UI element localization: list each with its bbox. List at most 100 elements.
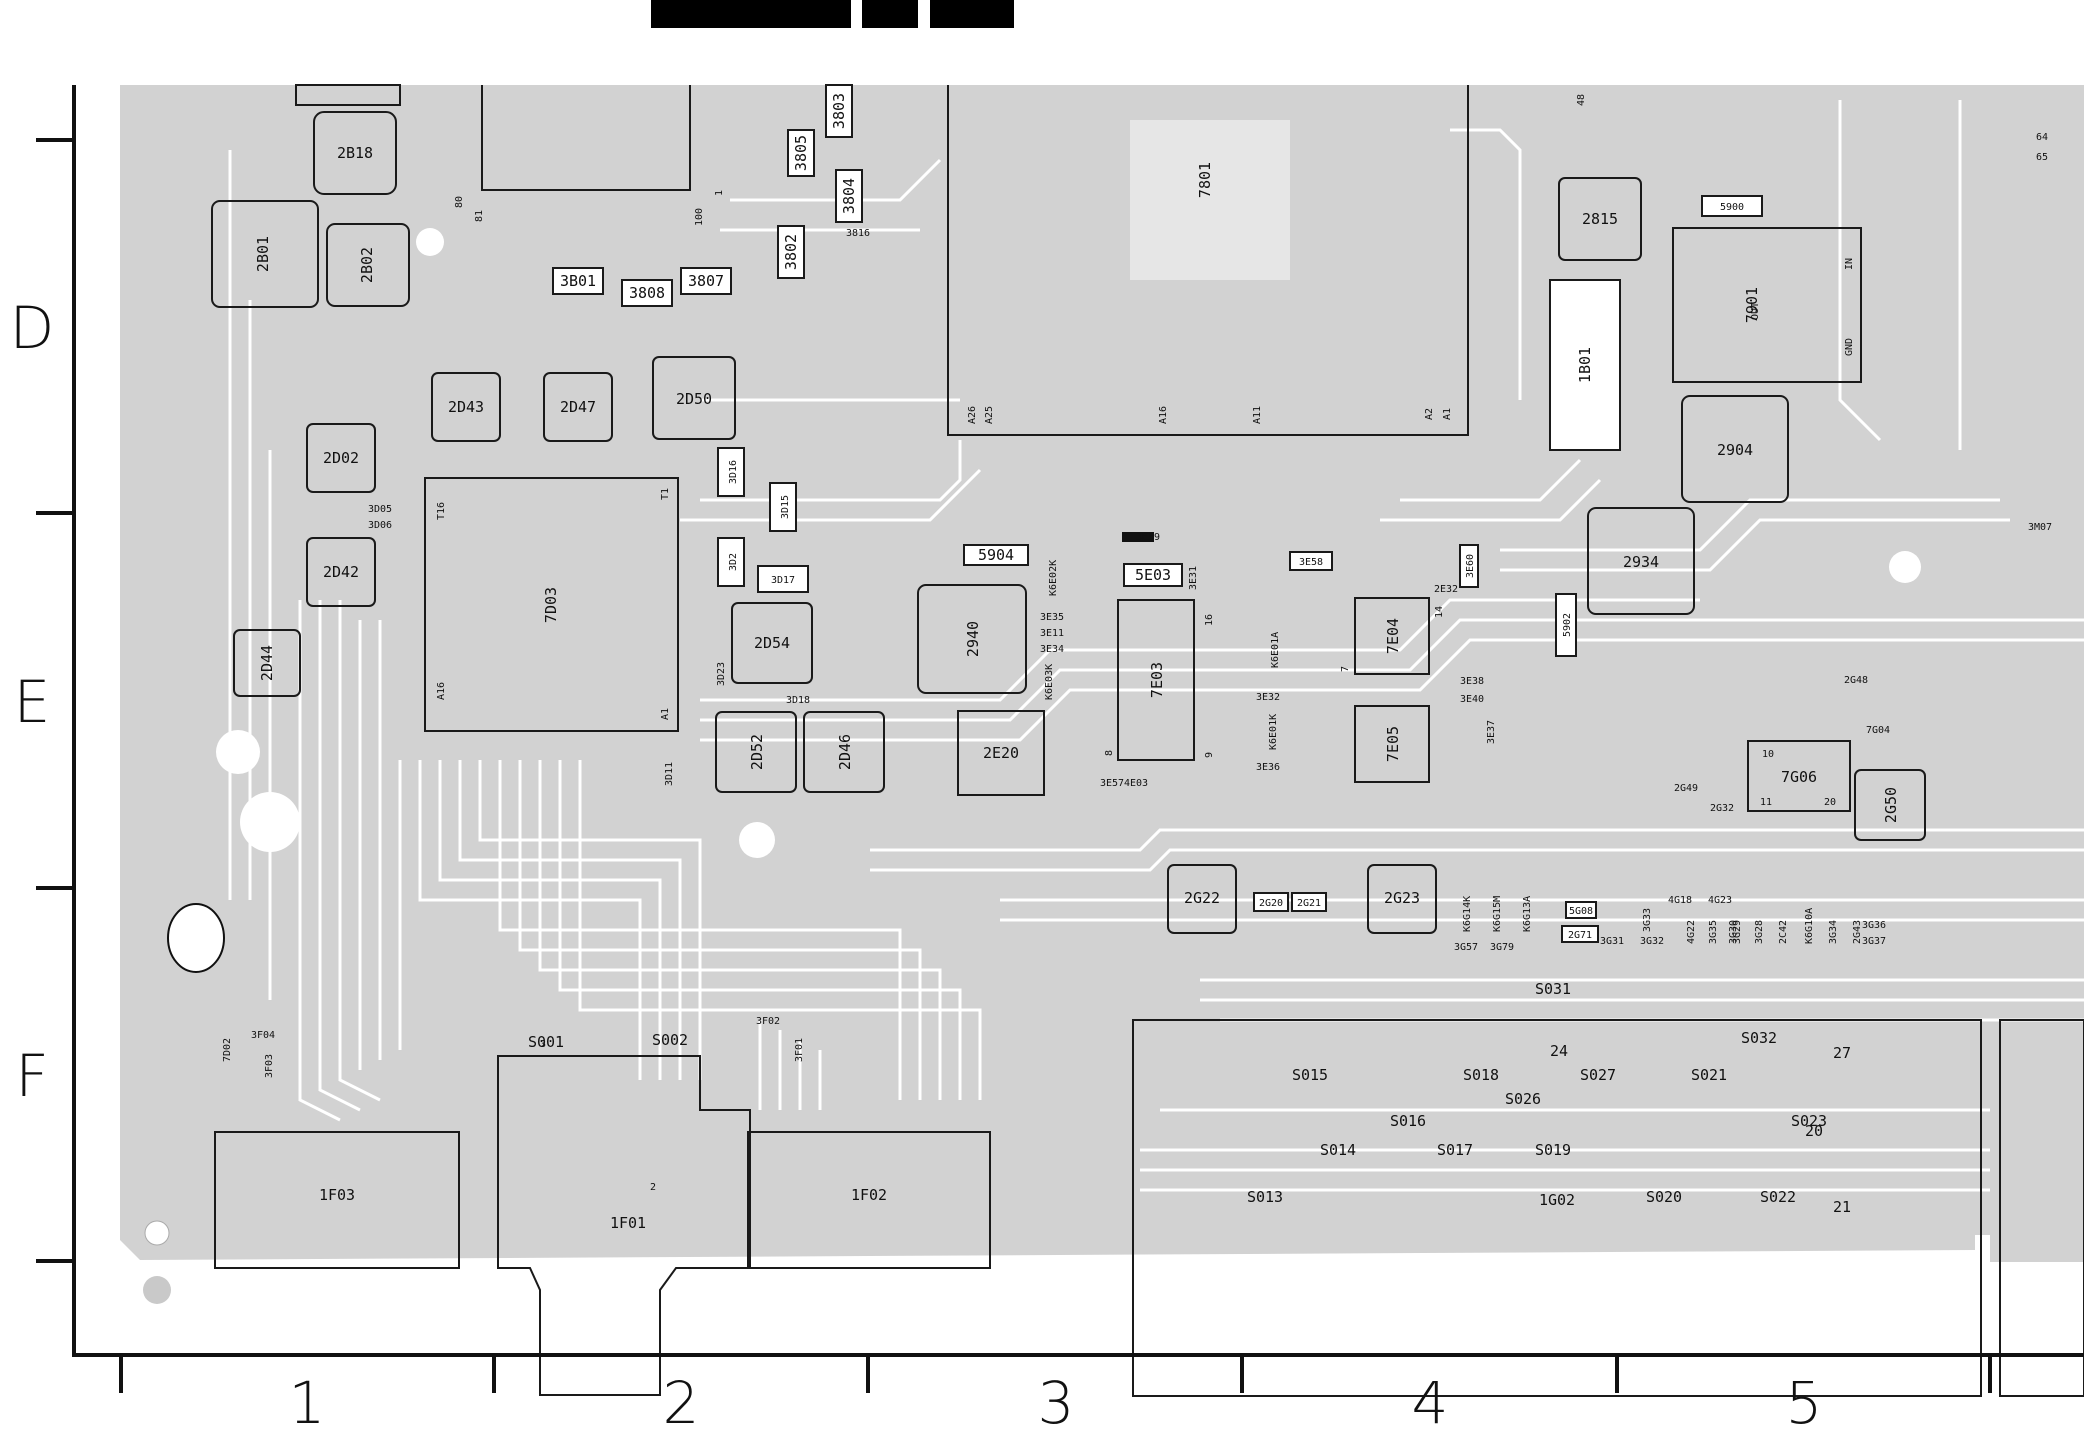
test-point-label: S013	[1247, 1188, 1283, 1206]
ref-label: 3E40	[1460, 694, 1484, 705]
component-label: 7E05	[1384, 726, 1402, 762]
test-point-label: S031	[1535, 980, 1571, 998]
component-label: 2B18	[337, 144, 373, 162]
ref-label: 3E31	[1188, 566, 1199, 590]
component-label: 7G06	[1781, 768, 1817, 786]
ref-label: 3E38	[1460, 676, 1484, 687]
ref-label: 3E34	[1040, 644, 1064, 655]
ref-label: 4E03	[1124, 778, 1148, 789]
component-label: 7D03	[542, 587, 560, 623]
pin-label: A2	[1424, 408, 1435, 420]
ref-label: 3D05	[368, 504, 392, 515]
component-label: 3F04	[251, 1030, 275, 1041]
row-label: D	[10, 294, 55, 362]
ref-label: 4G22	[1686, 920, 1697, 944]
ref-label: K6E03K	[1044, 664, 1055, 700]
pin-label: 1	[714, 190, 725, 196]
pin-label: A26	[967, 406, 978, 424]
ref-label: 3D06	[368, 520, 392, 531]
ref-label: 3G29	[1732, 920, 1743, 944]
row-label: F	[15, 1042, 48, 1110]
pin-label: 9	[1204, 752, 1215, 758]
component-label: 4G18	[1668, 895, 1692, 906]
ref-label: 3816	[846, 228, 870, 239]
ref-label: 3G30	[1728, 920, 1739, 944]
pin-label: 64	[2036, 132, 2048, 143]
pcb-board	[120, 85, 2084, 1304]
pin-label: 100	[694, 208, 705, 226]
test-point-label: S016	[1390, 1112, 1426, 1130]
ref-label: 2G43	[1852, 920, 1863, 944]
component-label: 2G32	[1710, 803, 1734, 814]
column-label: 2	[663, 1369, 700, 1437]
component-label: 4G23	[1708, 895, 1732, 906]
component-label: 2D02	[323, 449, 359, 467]
component-label: 3F02	[756, 1016, 780, 1027]
column-label: 1	[289, 1369, 326, 1437]
component-label: 2D47	[560, 398, 596, 416]
ref-label: K6G10A	[1804, 908, 1815, 944]
component-label: 7E04	[1384, 618, 1402, 654]
component-label: 3807	[688, 272, 724, 290]
component-label: 2D43	[448, 398, 484, 416]
pin-label: T16	[436, 502, 447, 520]
component-label: 2G49	[1674, 783, 1698, 794]
component-label: 5E03	[1135, 566, 1171, 584]
component-label: 2D54	[754, 634, 790, 652]
test-point-label: S001	[528, 1033, 564, 1051]
component-label: 1F02	[851, 1186, 887, 1204]
component-label: 2904	[1717, 441, 1753, 459]
ref-label: 3E35	[1040, 612, 1064, 623]
ref-label: 3G79	[1490, 942, 1514, 953]
pin-label: 20	[1824, 797, 1836, 808]
component-label: 7801	[1196, 162, 1214, 198]
ref-label: 3G57	[1454, 942, 1478, 953]
component-label: 2D44	[258, 645, 276, 681]
pin-label: 7	[1340, 666, 1351, 672]
components: 7801 7D03 2B18 2B01 2B02 3B01 3808 3807 …	[211, 84, 2052, 943]
component-label: 2G22	[1184, 889, 1220, 907]
component-label: 2B02	[358, 247, 376, 283]
ref-label: 3G31	[1600, 936, 1624, 947]
pin-label: 2	[650, 1182, 656, 1193]
component-label: 1B01	[1576, 347, 1594, 383]
component-label: 2G23	[1384, 889, 1420, 907]
component-label: 7E03	[1148, 662, 1166, 698]
column-label: 4	[1412, 1369, 1449, 1437]
component-label: 1G02	[1539, 1191, 1575, 1209]
ref-label: 3E11	[1040, 628, 1064, 639]
pin-label: A16	[436, 682, 447, 700]
pin-label: A1	[660, 708, 671, 720]
component-label: 3E60	[1465, 554, 1476, 578]
pin-label: T1	[660, 488, 671, 500]
component-label: 7D02	[222, 1038, 233, 1062]
component-label: 2D50	[676, 390, 712, 408]
component-label: 3D17	[771, 575, 795, 586]
component-label: 2934	[1623, 553, 1659, 571]
test-point-label: S020	[1646, 1188, 1682, 1206]
component-label: 3F01	[794, 1038, 805, 1062]
test-point-label: S032	[1741, 1029, 1777, 1047]
pin-label: 11	[1760, 797, 1772, 808]
pin-label: OUT	[1750, 302, 1761, 320]
component-label: 5904	[978, 546, 1014, 564]
ref-label: 3E32	[1256, 692, 1280, 703]
pin-label: 10	[1762, 749, 1774, 760]
pin-label: A11	[1252, 406, 1263, 424]
pin-label: 3	[540, 1039, 546, 1050]
pin-label: 81	[474, 210, 485, 222]
test-point-label: S027	[1580, 1066, 1616, 1084]
small-refs: 3D05 3D06 3E35 3E11 3E34 K6E02K K6E03K 3…	[368, 228, 1886, 953]
pin-label: A16	[1158, 406, 1169, 424]
test-point-label: 21	[1833, 1198, 1851, 1216]
ref-label: K6E01A	[1270, 632, 1281, 668]
component-label: 2D52	[748, 734, 766, 770]
component-label: 7901	[1743, 287, 1761, 323]
ref-label: 3G37	[1862, 936, 1886, 947]
component-label: 1F03	[319, 1186, 355, 1204]
component-label: 2815	[1582, 210, 1618, 228]
column-label: 5	[1786, 1369, 1823, 1437]
ref-label: 3G28	[1754, 920, 1765, 944]
header-bars	[651, 0, 1014, 28]
component-label: 2G20	[1259, 898, 1283, 909]
